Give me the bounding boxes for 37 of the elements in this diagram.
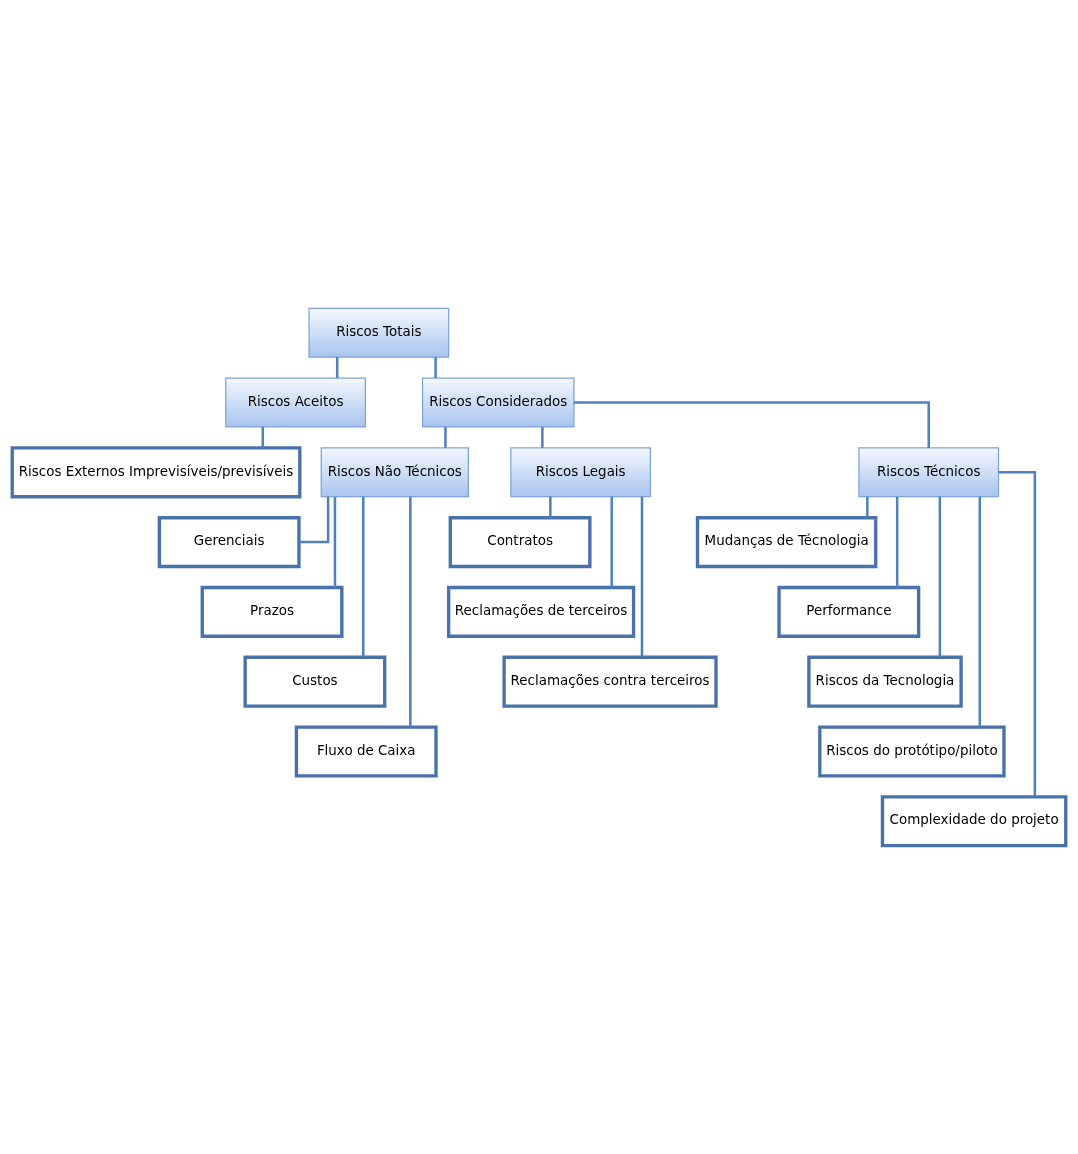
node-box: Riscos Aceitos <box>225 377 366 428</box>
node-box: Complexidade do projeto <box>880 795 1068 848</box>
node-box: Mudanças de Técnologia <box>695 516 878 569</box>
connector <box>938 496 942 658</box>
connector <box>895 496 899 588</box>
node-box: Reclamações contra terceiros <box>502 655 718 708</box>
connector <box>261 426 265 448</box>
node-box: Riscos Totais <box>308 307 450 358</box>
connector <box>335 357 339 378</box>
connector <box>434 357 437 378</box>
node-box: Prazos <box>200 585 344 638</box>
connector <box>998 471 1037 797</box>
connector <box>541 426 544 448</box>
connector <box>978 496 982 727</box>
node-box: Gerenciais <box>157 516 301 569</box>
node-box: Custos <box>243 655 387 708</box>
node-box: Fluxo de Caixa <box>294 725 438 778</box>
connector <box>866 496 869 518</box>
node-box: Riscos Não Técnicos <box>320 447 469 498</box>
node-box: Riscos Legais <box>510 447 652 498</box>
connector <box>409 496 412 727</box>
connector <box>362 496 365 658</box>
node-box: Riscos do protótipo/piloto <box>818 725 1006 778</box>
connector <box>573 401 930 448</box>
connector <box>333 496 337 588</box>
connector <box>610 496 613 588</box>
node-box: Reclamações de terceiros <box>446 585 636 638</box>
connector <box>299 496 330 544</box>
connector <box>444 426 447 448</box>
node-box: Riscos da Tecnologia <box>807 655 963 708</box>
node-box: Riscos Técnicos <box>858 447 1000 498</box>
node-box: Riscos Externos Imprevisíveis/previsíveis <box>10 446 302 499</box>
node-box: Performance <box>777 585 921 638</box>
node-box: Riscos Considerados <box>421 377 575 428</box>
connector <box>549 496 552 518</box>
node-box: Contratos <box>448 516 592 569</box>
connector <box>640 496 644 658</box>
